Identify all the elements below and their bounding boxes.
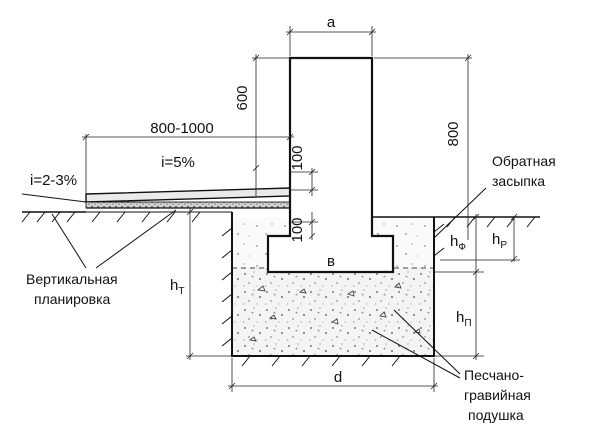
excavation-pit: [231, 212, 435, 357]
cushion-label-line3: подушка: [468, 407, 524, 423]
planning-label-line2: планировка: [34, 291, 111, 307]
dim-h-right: [434, 213, 520, 360]
dim-a: a: [286, 14, 376, 56]
pavement-slab: [85, 187, 291, 203]
sand-gravel-cushion: [232, 268, 434, 356]
h-f-label: hФ: [450, 233, 466, 253]
dim-100-top-label: 100: [289, 145, 306, 170]
backfill-label-line1: Обратная: [492, 153, 556, 169]
h-t-label: hТ: [170, 277, 184, 297]
h-r-label: hР: [492, 231, 507, 251]
dim-800: 800: [374, 54, 472, 240]
dim-800-1000-label: 800-1000: [150, 120, 213, 137]
dim-800-1000: 800-1000: [82, 120, 294, 194]
footing-width-label: в: [327, 253, 335, 270]
callout-backfill: Обратная засыпка: [433, 153, 556, 239]
dim-h-t: hТ: [170, 208, 232, 360]
cushion-label-line2: гравийная: [464, 387, 531, 403]
dim-a-label: a: [327, 14, 336, 31]
slope-pavement-label: i=5%: [161, 154, 195, 171]
planning-label-line1: Вертикальная: [26, 271, 118, 287]
dim-d-label: d: [334, 369, 342, 386]
pavement-gravel-layer: [85, 201, 291, 209]
foundation-wall-and-footing: [266, 56, 395, 274]
dim-800-label: 800: [445, 121, 462, 146]
callout-vertical-planning: Вертикальная планировка: [26, 209, 177, 307]
dim-100-bottom: 100: [289, 212, 318, 243]
backfill-label-line2: засыпка: [492, 173, 545, 189]
cushion-label-line1: Песчано-: [464, 367, 524, 383]
dim-100-top: 100: [289, 145, 318, 196]
slope-outer-label: i=2-3%: [30, 172, 77, 189]
dim-d: d: [228, 358, 438, 392]
dim-100-bottom-label: 100: [289, 217, 306, 242]
dim-600-label: 600: [234, 85, 251, 110]
h-p-label: hП: [456, 309, 472, 329]
callout-sand-gravel-cushion: Песчано- гравийная подушка: [371, 309, 531, 423]
dim-600: 600: [234, 54, 290, 196]
